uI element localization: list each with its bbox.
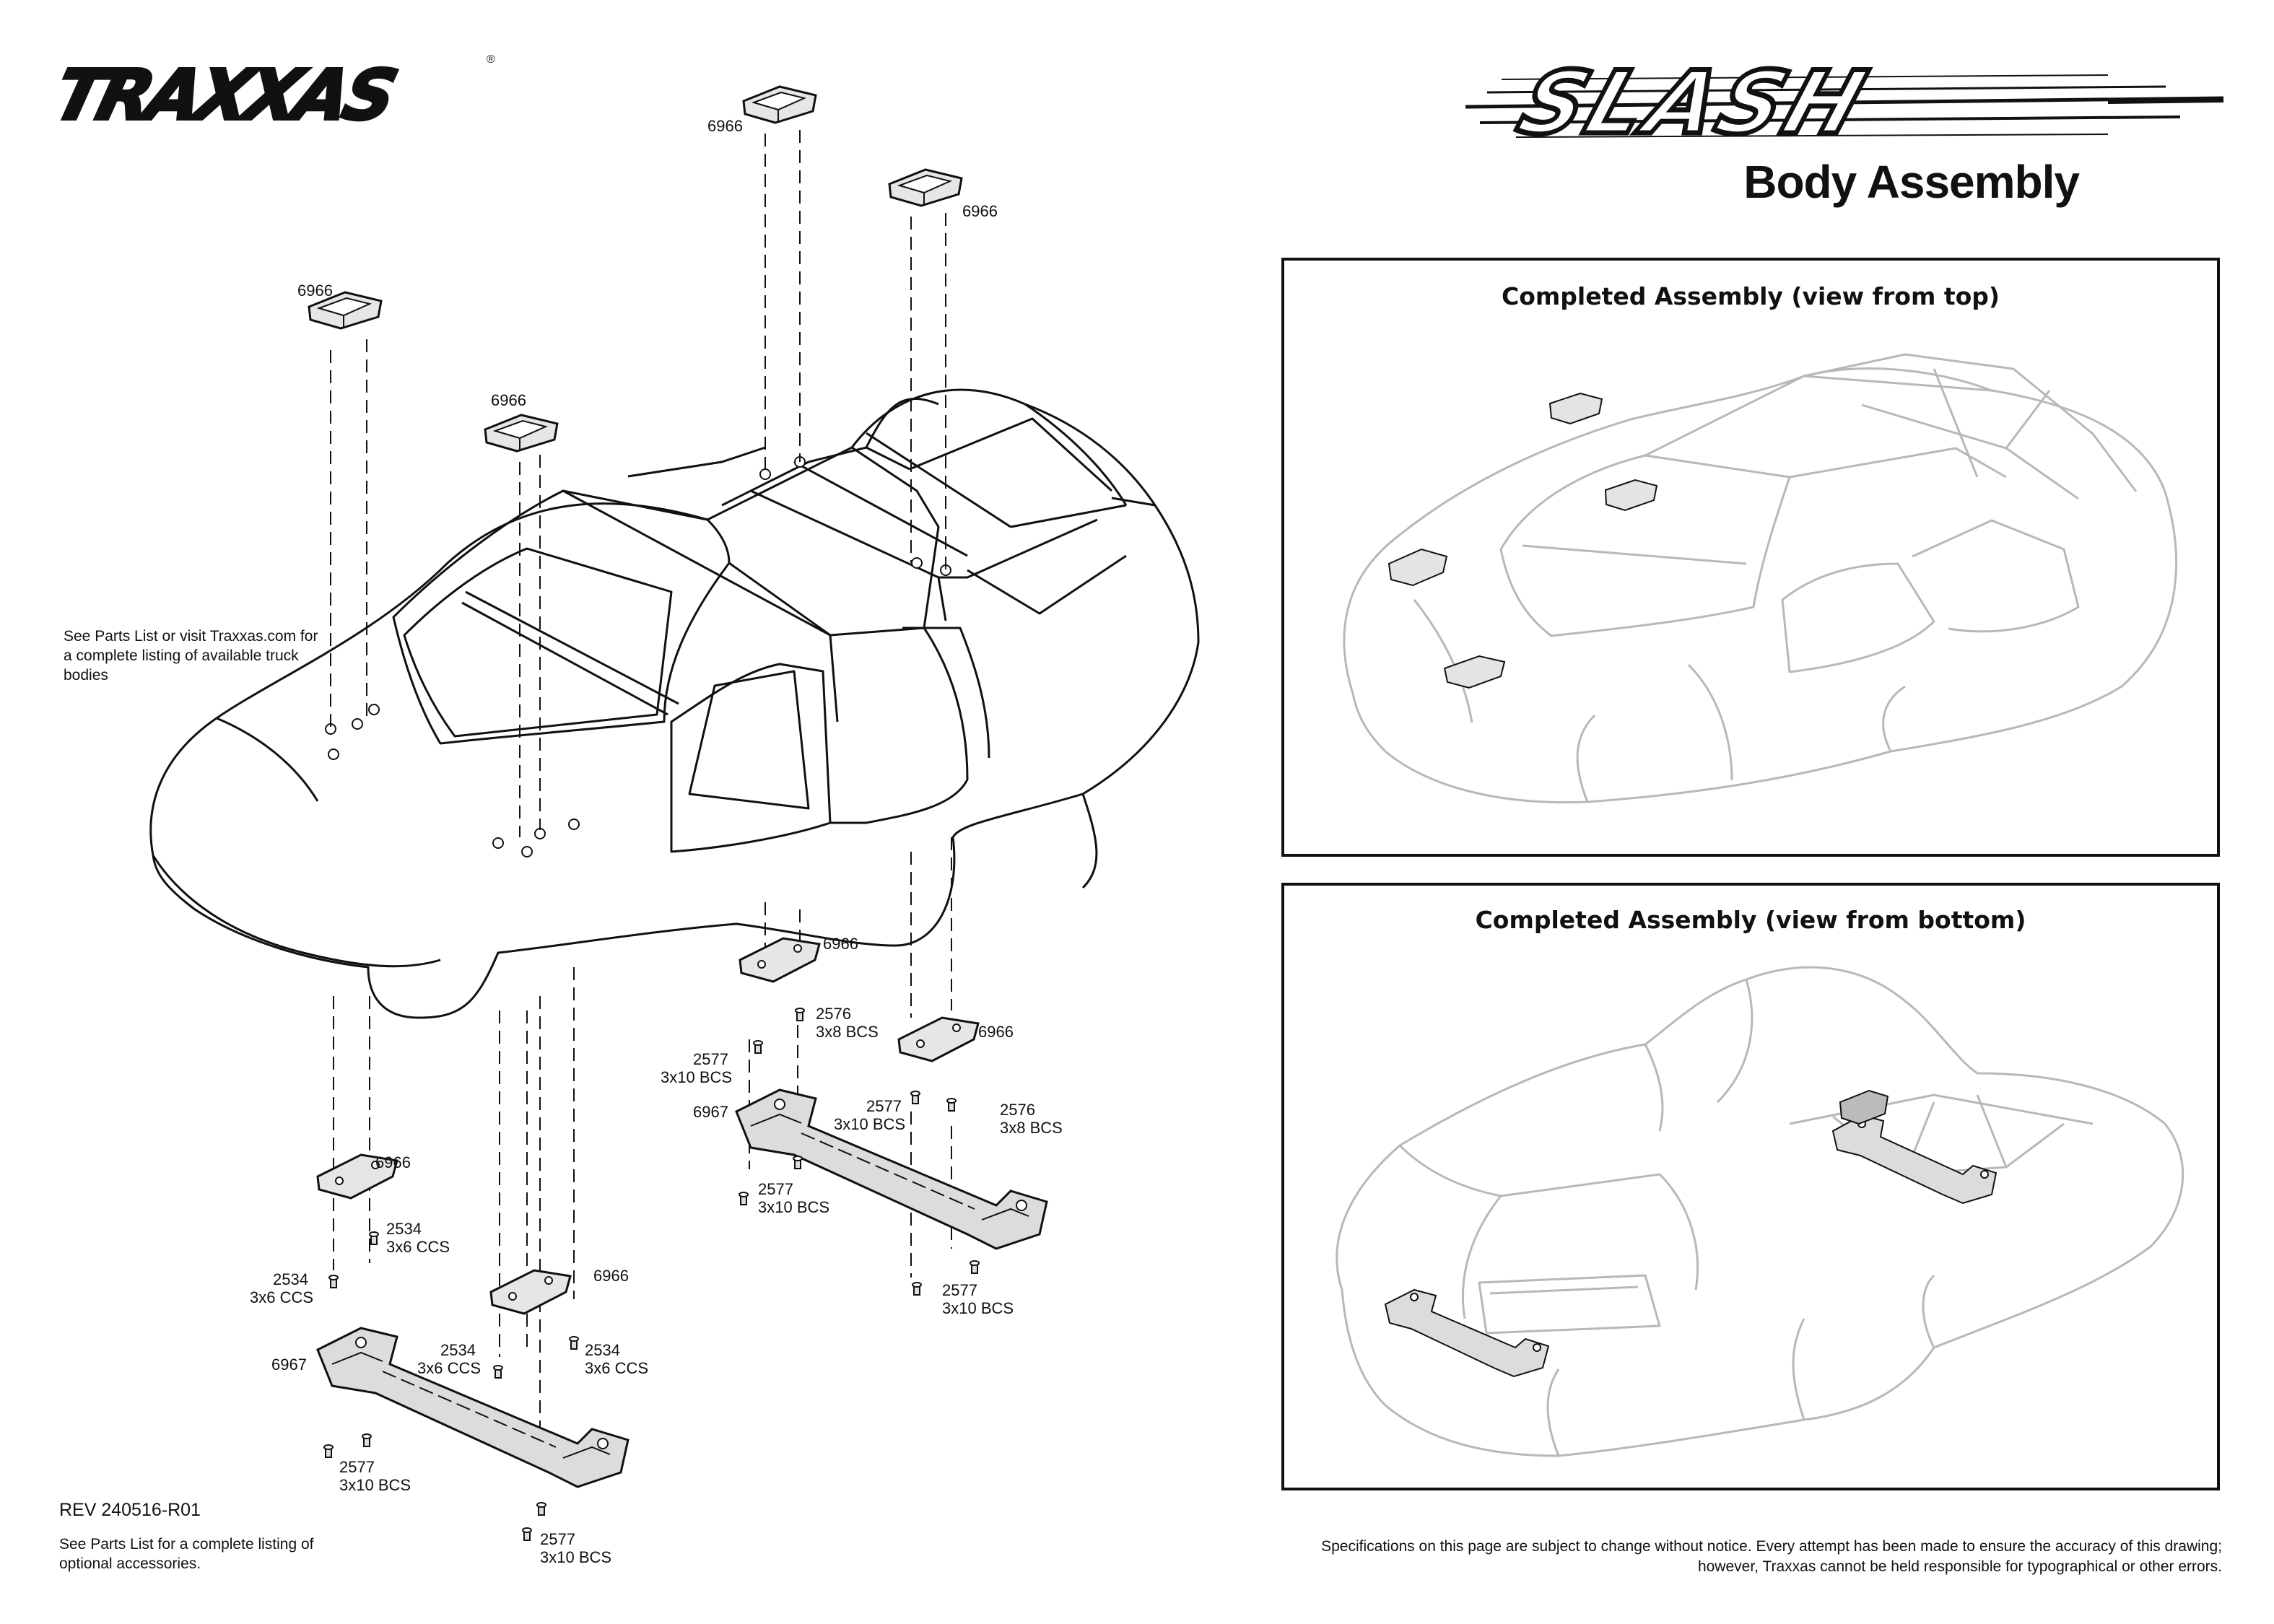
screw-2577-b <box>910 1091 920 1104</box>
callout-2577: 2577 <box>942 1281 977 1299</box>
callout-6966: 6966 <box>593 1267 629 1285</box>
registered-mark: ® <box>487 53 495 66</box>
callout-2577: 2577 <box>758 1180 793 1198</box>
screw-2534-b <box>328 1275 339 1288</box>
callout-6967: 6967 <box>693 1103 728 1121</box>
screw-2577-j <box>536 1502 546 1516</box>
callout-2577: 2577 <box>693 1050 728 1068</box>
completed-assembly-top-panel: Completed Assembly (view from top) <box>1281 258 2220 857</box>
roof-scoop-rear <box>888 168 963 207</box>
screw-2577-h <box>362 1433 372 1447</box>
callout-6966: 6966 <box>297 281 333 300</box>
slash-logo: SLASH <box>1458 51 2231 159</box>
callout-2534: 2534 <box>273 1270 308 1288</box>
slash-logo-brush <box>1465 74 2224 138</box>
callout-2534: 2534 <box>585 1341 620 1359</box>
screw-2577-g <box>323 1444 334 1458</box>
callout-thread-size: 3x8 BCS <box>816 1023 879 1041</box>
screw-2534-d <box>569 1336 579 1350</box>
callout-6966: 6966 <box>962 202 998 220</box>
screw-2534-a <box>369 1231 379 1245</box>
screw-2577-f <box>970 1260 980 1274</box>
callout-2534: 2534 <box>440 1341 476 1359</box>
panel-title: Completed Assembly (view from bottom) <box>1475 906 2026 934</box>
callout-thread-size: 3x6 CCS <box>585 1359 648 1377</box>
callout-thread-size: 3x6 CCS <box>386 1238 450 1256</box>
bottom-view-illustration <box>1336 966 2184 1457</box>
screw-2576-b <box>946 1098 957 1112</box>
traxxas-logo: TRAXXAS ® <box>45 51 495 137</box>
screw-2577-i <box>522 1527 532 1541</box>
revision-label: REV 240516-R01 <box>59 1500 201 1520</box>
disclaimer: Specifications on this page are subject … <box>1321 1538 2222 1575</box>
screw-2534-c <box>493 1365 503 1379</box>
truck-bodies-note: See Parts List or visit Traxxas.com for … <box>64 628 318 684</box>
callout-thread-size: 3x8 BCS <box>1000 1119 1063 1137</box>
callout-thread-size: 3x6 CCS <box>250 1288 313 1306</box>
callout-6966: 6966 <box>823 935 858 953</box>
completed-assembly-bottom-panel: Completed Assembly (view from bottom) <box>1281 883 2220 1490</box>
callout-2576: 2576 <box>1000 1101 1035 1119</box>
page-title: Body Assembly <box>1743 156 2080 208</box>
roof-scoop-front <box>742 85 817 124</box>
callout-2534: 2534 <box>386 1220 422 1238</box>
callout-6966: 6966 <box>707 117 743 135</box>
part-callouts: 6966 6966 6966 6966 6966 2576 3x8 BCS 25… <box>250 117 1063 1566</box>
rear-mount-plate-right <box>897 1016 980 1062</box>
accessories-note: See Parts List for a complete listing of… <box>59 1536 314 1572</box>
screw-2577-d <box>793 1156 803 1169</box>
callout-thread-size: 3x10 BCS <box>339 1476 411 1494</box>
truck-body <box>149 388 1200 1019</box>
callout-6966: 6966 <box>978 1023 1014 1041</box>
panel-title: Completed Assembly (view from top) <box>1502 282 2000 310</box>
callout-2577: 2577 <box>540 1530 575 1548</box>
callout-thread-size: 3x10 BCS <box>834 1115 905 1133</box>
callout-6966: 6966 <box>375 1153 411 1171</box>
top-view-illustration <box>1343 353 2178 804</box>
callout-thread-size: 3x6 CCS <box>417 1359 481 1377</box>
screw-2577-c <box>739 1192 749 1205</box>
screw-2576-a <box>795 1008 805 1021</box>
callout-2577: 2577 <box>866 1097 902 1115</box>
callout-thread-size: 3x10 BCS <box>661 1068 732 1086</box>
callout-thread-size: 3x10 BCS <box>540 1548 611 1566</box>
callout-thread-size: 3x10 BCS <box>942 1299 1014 1317</box>
front-mount-plate-right <box>489 1269 572 1315</box>
callout-2577: 2577 <box>339 1458 375 1476</box>
hood-scoop-right <box>484 414 559 453</box>
rear-mount-plate-left <box>739 937 821 983</box>
body-mount-holes <box>325 456 951 857</box>
alignment-lines <box>330 130 952 1465</box>
callout-thread-size: 3x10 BCS <box>758 1198 829 1216</box>
callout-6967: 6967 <box>271 1355 307 1374</box>
screw-2577-e <box>912 1282 922 1296</box>
callout-6966: 6966 <box>491 391 526 409</box>
screw-2577-a <box>753 1040 763 1054</box>
callout-2576: 2576 <box>816 1005 851 1023</box>
